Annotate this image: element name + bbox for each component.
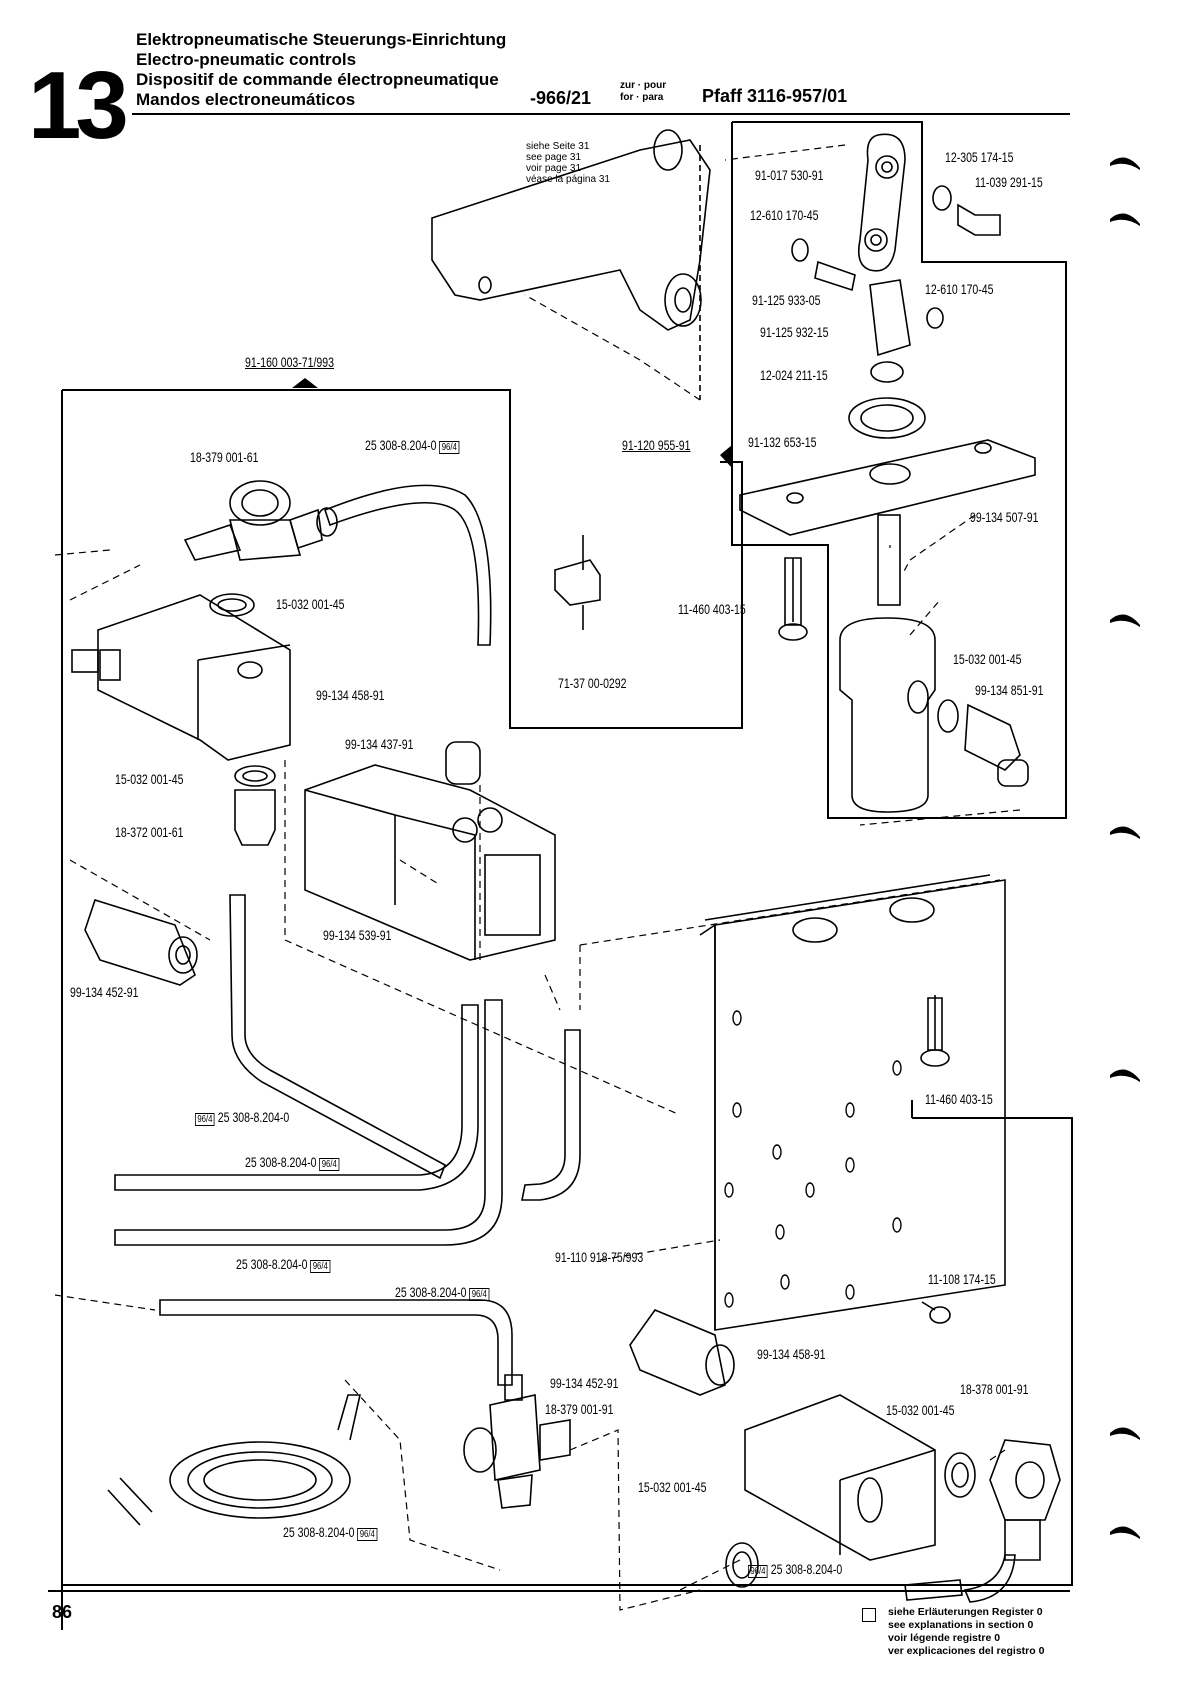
part-label: 96/4 25 308-8.204-0 (748, 1562, 842, 1578)
part-label: 91-160 003-71/993 (245, 355, 335, 370)
title-de: Elektropneumatische Steuerungs-Einrichtu… (136, 30, 507, 49)
part-label: 15-032 001-45 (115, 772, 184, 787)
part-label: 91-125 933-05 (752, 293, 821, 308)
see-page-note: siehe Seite 31 see page 31 voir page 31 … (526, 141, 610, 185)
part-label: 12-024 211-15 (760, 368, 828, 383)
part-label: 99-134 458-91 (757, 1347, 826, 1362)
part-label: 91-120 955-91 (622, 438, 691, 453)
part-label: 99-134 851-91 (975, 683, 1044, 698)
header-rule (132, 113, 1070, 115)
part-label: 99-134 452-91 (70, 985, 139, 1000)
part-label: 25 308-8.204-0 96/4 (365, 438, 460, 454)
part-label: 91-110 918-75/993 (555, 1250, 644, 1265)
part-label: 91-132 653-15 (748, 435, 817, 450)
part-label: 25 308-8.204-0 96/4 (283, 1525, 378, 1541)
footer-rule (48, 1590, 1070, 1592)
part-label: 91-125 932-15 (760, 325, 829, 340)
zur-pour-label: zur · pour for · para (620, 80, 667, 103)
part-label: 96/4 25 308-8.204-0 (195, 1110, 289, 1126)
section-number: 13 (28, 52, 129, 159)
machine-model: Pfaff 3116-957/01 (702, 86, 848, 106)
part-label: 25 308-8.204-0 96/4 (236, 1257, 331, 1273)
part-label: 15-032 001-45 (953, 652, 1022, 667)
part-label: 11-039 291-15 (975, 175, 1043, 190)
part-label: 18-379 001-61 (190, 450, 259, 465)
part-label: 12-610 170-45 (925, 282, 994, 297)
part-label: 12-610 170-45 (750, 208, 819, 223)
part-label: 99-134 458-91 (316, 688, 385, 703)
title-es: Mandos electroneumáticos (136, 90, 356, 109)
part-label: 25 308-8.204-0 96/4 (395, 1285, 490, 1301)
machine-code: -966/21 (530, 88, 592, 108)
part-label: 18-379 001-91 (545, 1402, 614, 1417)
part-label: 25 308-8.204-0 96/4 (245, 1155, 340, 1171)
part-label: 99-134 507-91 (970, 510, 1039, 525)
part-label: 15-032 001-45 (276, 597, 345, 612)
title-fr: Dispositif de commande électropneumatiqu… (136, 70, 499, 89)
explanation-box-icon (862, 1608, 876, 1622)
part-label: 18-372 001-61 (115, 825, 184, 840)
part-label: 15-032 001-45 (886, 1403, 955, 1418)
part-label: 71-37 00-0292 (558, 676, 627, 691)
part-label: 91-017 530-91 (755, 168, 824, 183)
title-en: Electro-pneumatic controls (136, 50, 357, 69)
part-label: 99-134 437-91 (345, 737, 414, 752)
part-label: 99-134 539-91 (323, 928, 392, 943)
part-label: 15-032 001-45 (638, 1480, 707, 1495)
part-label: 12-305 174-15 (945, 150, 1014, 165)
part-label: 99-134 452-91 (550, 1376, 619, 1391)
part-label: 18-378 001-91 (960, 1382, 1029, 1397)
part-label: 11-460 403-15 (678, 602, 746, 617)
part-label: 11-460 403-15 (925, 1092, 993, 1107)
footer-note: siehe Erläuterungen Register 0 see expla… (888, 1606, 1045, 1657)
page-number: 86 (52, 1602, 73, 1622)
part-label: 11-108 174-15 (928, 1272, 996, 1287)
